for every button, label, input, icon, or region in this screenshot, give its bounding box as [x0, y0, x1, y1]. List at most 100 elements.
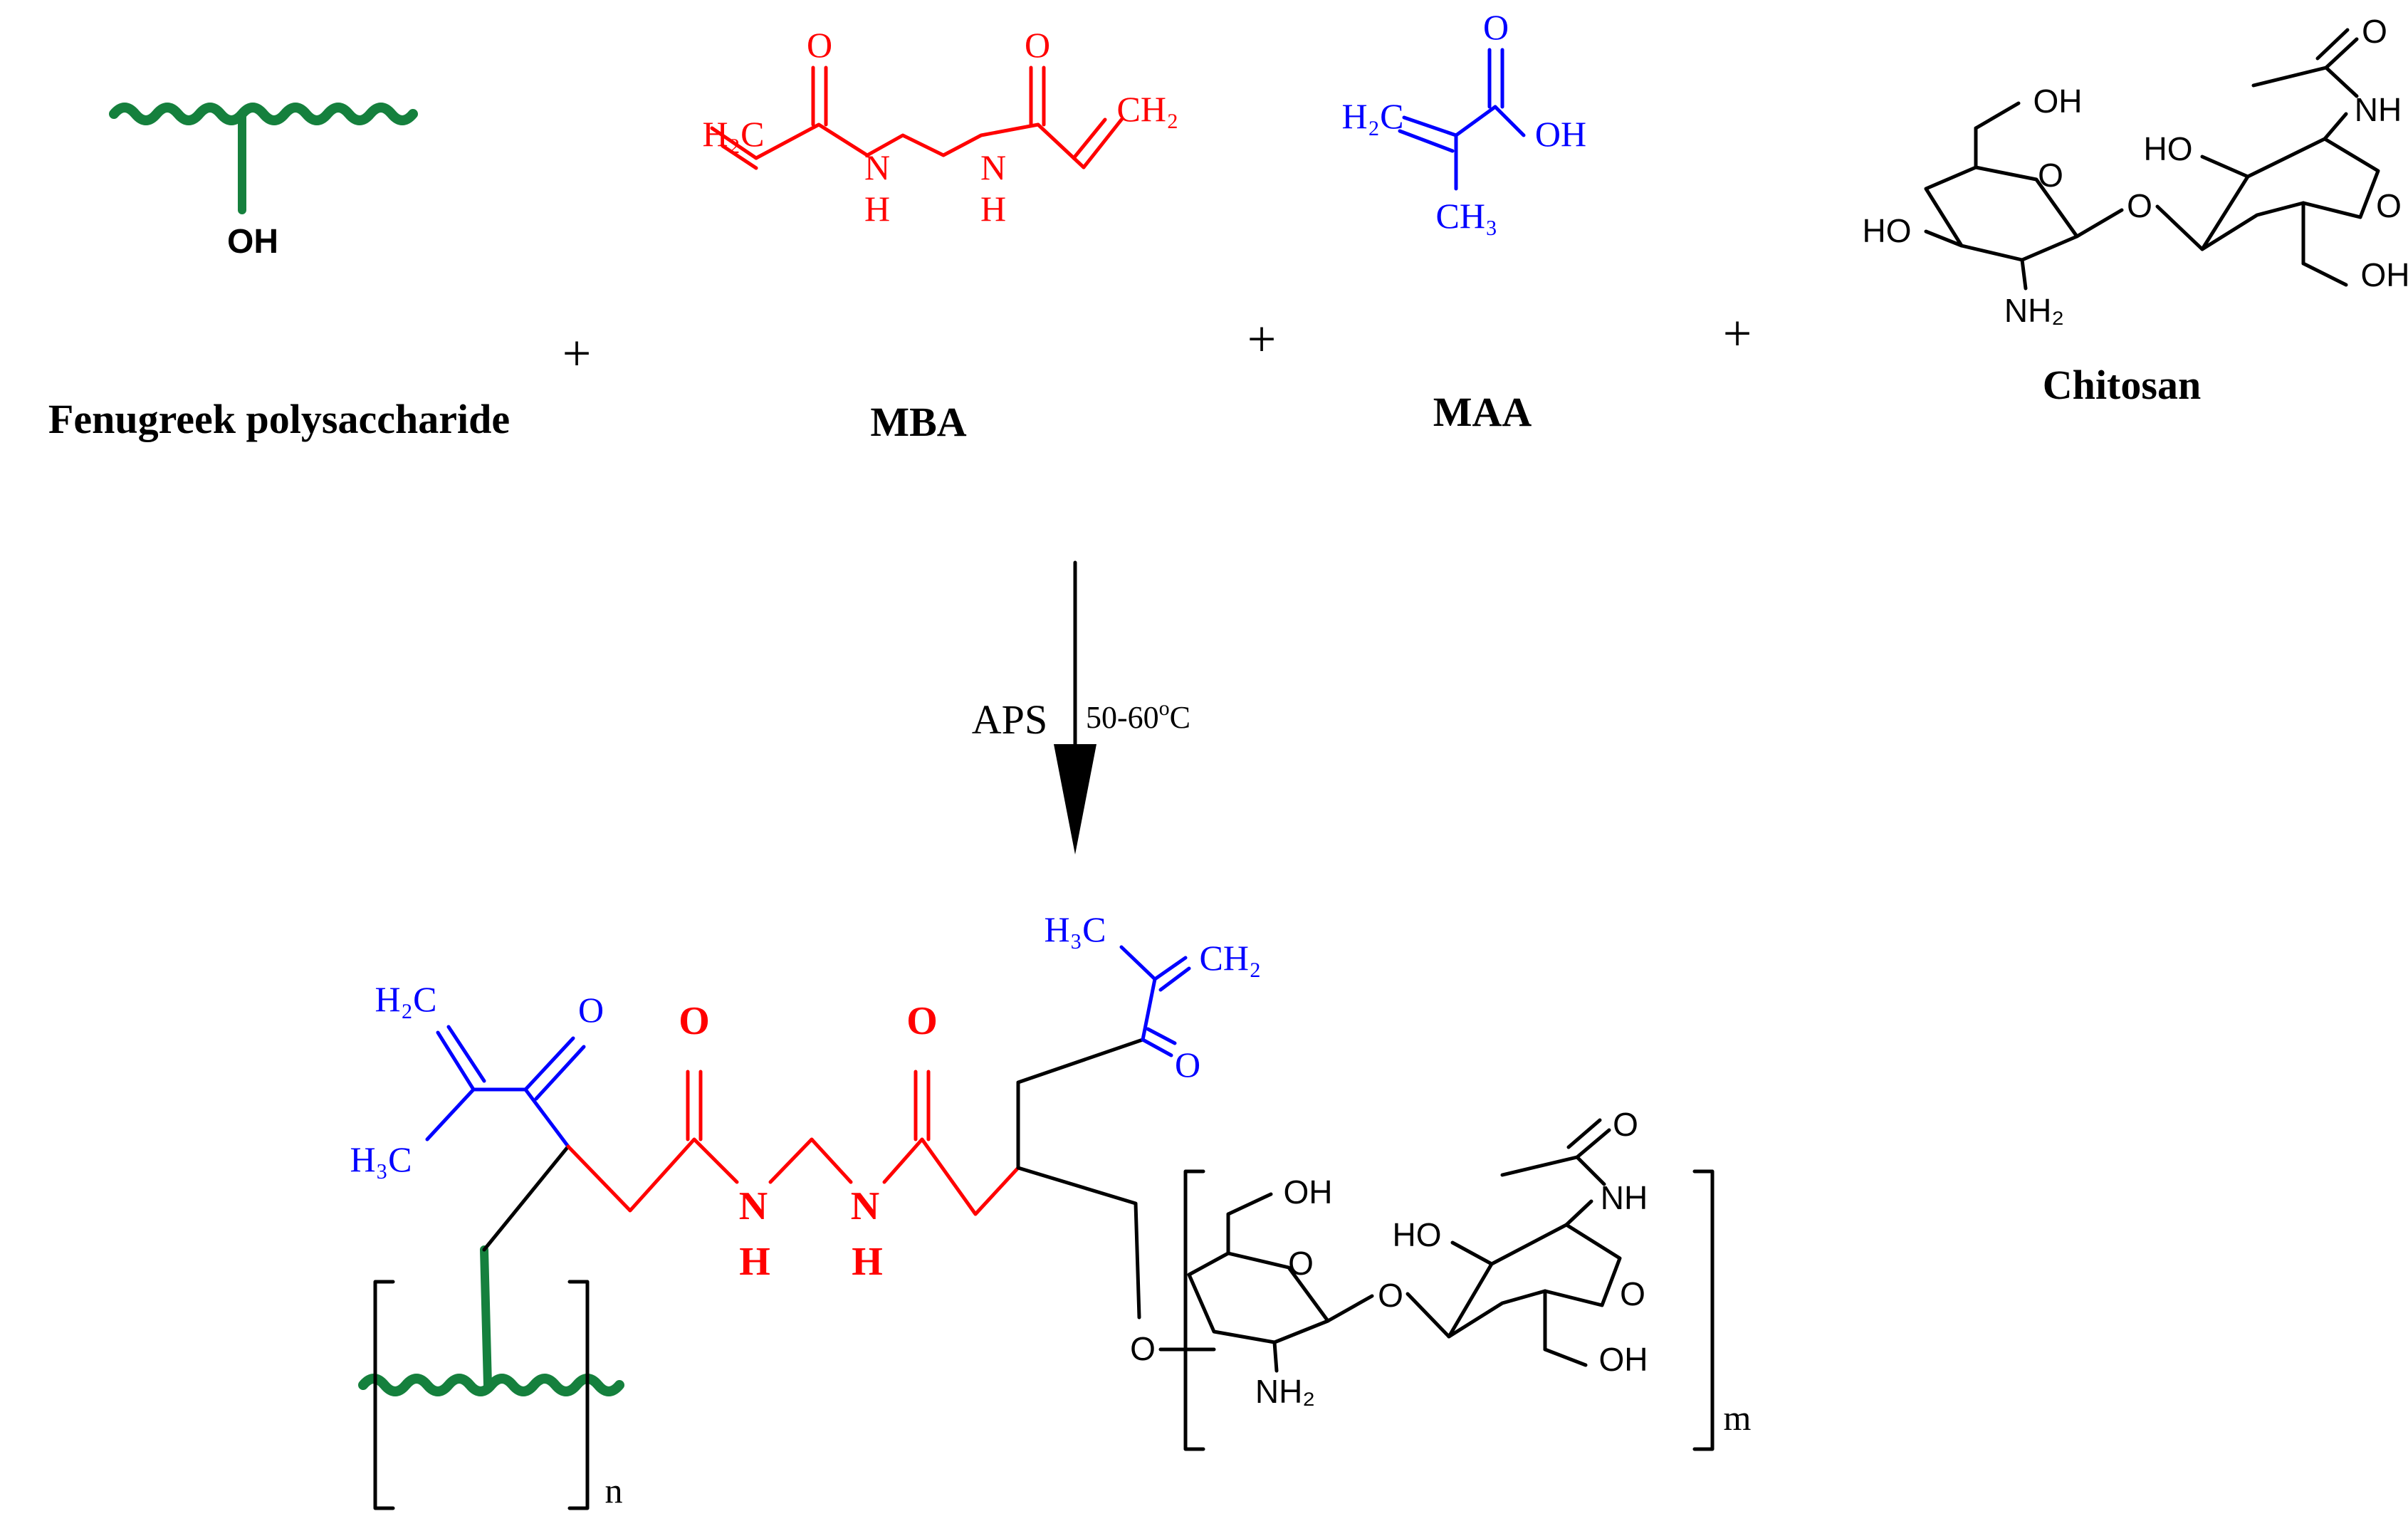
product-subscript-n: n — [605, 1470, 623, 1510]
fenugreek-name-label: Fenugreek polysaccharide — [48, 396, 510, 442]
product-h2c-label: H₂C — [375, 979, 437, 1019]
arrow-head — [1054, 744, 1096, 855]
product-h3c-left-label: H₃C — [350, 1139, 412, 1179]
mba-vinyl-double-bond-left-b — [721, 144, 758, 170]
mba-o-right-label: O — [1025, 25, 1050, 65]
product-bracket-n-left — [373, 1280, 395, 1510]
product-maa-left-o: O — [578, 990, 604, 1030]
chitosan-ring-2: HO O OH NH O — [2144, 13, 2408, 293]
product-chitosan-ring1-o: O — [1288, 1245, 1314, 1282]
mba-ch2-right-label: CH₂ — [1117, 89, 1179, 129]
maa-structure: H₂C O OH CH₃ — [1342, 7, 1587, 236]
chitosan-ring2-o: O — [2376, 187, 2402, 224]
product-maa-right-co-a — [1141, 1038, 1173, 1057]
product-maa-left-ch2-a — [436, 1030, 476, 1092]
maa-oh-label: OH — [1535, 114, 1586, 154]
product-subscript-m: m — [1724, 1398, 1752, 1438]
mba-o-left-label: O — [807, 25, 832, 65]
maa-o-label: O — [1483, 7, 1509, 47]
product-fenugreek-bond — [480, 1245, 492, 1389]
product-mba-linker-left — [566, 1137, 739, 1213]
product-ch2-label: CH₂ — [1200, 938, 1262, 978]
mba-h-left-label: H — [864, 189, 890, 229]
mba-n-right-label: N — [980, 147, 1006, 187]
product-maa-left-co-a — [523, 1036, 575, 1092]
mba-vinyl-double-bond-right-b — [1072, 117, 1107, 160]
product-maa-left-ch2-b — [446, 1025, 486, 1083]
mba-ch2-left-label: H₂C — [703, 114, 765, 154]
product-mba-methylene — [768, 1137, 853, 1184]
product-chitosan-unit: OH O NH₂ O HO O OH NH O — [1187, 1106, 1648, 1410]
product-mba-linker-right — [882, 1137, 1020, 1216]
product-mba-o-right: O — [906, 999, 938, 1043]
chitosan-ring2-oh: OH — [2361, 256, 2408, 293]
product-maa-left-bond — [523, 1087, 570, 1149]
condition-label: 50-60oC — [1086, 696, 1190, 735]
product-chitosan-oh-bottom: OH — [1599, 1341, 1648, 1378]
product-maa-left-co-b — [534, 1045, 586, 1101]
mba-h-right-label: H — [980, 189, 1006, 229]
product-h3c-right-label: H₃C — [1045, 909, 1106, 949]
chitosan-name-label: Chitosan — [2043, 362, 2201, 408]
product-chitosan-ho: HO — [1393, 1216, 1442, 1253]
product-chitosan-oh-top: OH — [1284, 1174, 1333, 1211]
chitosan-acetyl-o: O — [2362, 13, 2387, 50]
product-mba-h-right: H — [852, 1240, 883, 1284]
product-bracket-m-right — [1692, 1169, 1715, 1451]
product-chitosan-acetyl-o: O — [1613, 1106, 1638, 1143]
product-structure: n O H₂C H₃C O N H N H O O H — [350, 909, 1752, 1510]
plus-sign-3: + — [1723, 305, 1752, 362]
mba-n-left-label: N — [864, 147, 890, 187]
product-bracket-m-left — [1183, 1169, 1205, 1451]
product-chitosan-nh: NH — [1601, 1179, 1648, 1216]
product-chitosan-nh2: NH₂ — [1255, 1373, 1315, 1410]
chitosan-ring1-nh2: NH₂ — [2004, 292, 2064, 329]
mba-vinyl-double-bond-right-a — [1082, 117, 1124, 169]
mba-structure: H₂C O O N H N H CH₂ — [703, 25, 1179, 229]
product-mba-h-left: H — [739, 1240, 770, 1284]
maa-vinyl-double-bond-a — [1402, 115, 1458, 137]
chitosan-ring1-ho: HO — [1863, 212, 1912, 249]
maa-c-oh-bond — [1493, 105, 1526, 137]
chitosan-ring1-oh-top: OH — [2033, 83, 2083, 120]
product-maa-right-methyl-bond — [1119, 945, 1157, 981]
plus-sign-2: + — [1247, 310, 1277, 367]
product-maa-left-ch3-bond — [425, 1087, 476, 1141]
reaction-arrow: APS 50-60oC — [972, 560, 1190, 855]
maa-ch2-label: H₂C — [1342, 96, 1404, 136]
reagent-label: APS — [972, 696, 1047, 743]
plus-sign-1: + — [562, 325, 592, 382]
maa-c-cooh-bond — [1454, 105, 1497, 137]
product-mba-n-left: N — [739, 1184, 768, 1228]
maa-vinyl-double-bond-b — [1398, 129, 1455, 153]
mba-name-label: MBA — [870, 399, 966, 445]
maa-ch3-label: CH₃ — [1436, 196, 1498, 236]
product-mba-n-right: N — [851, 1184, 879, 1228]
chitosan-ring-1: OH O HO NH₂ O — [1863, 83, 2204, 329]
product-chitosan-ring2-o: O — [1620, 1275, 1645, 1312]
chitosan-ring2-ho: HO — [2144, 130, 2193, 167]
product-backbone-left — [482, 1144, 570, 1252]
product-maa-right-co-b — [1146, 1027, 1177, 1045]
product-ether-o: O — [1130, 1330, 1156, 1367]
chitosan-ring1-o: O — [2038, 157, 2063, 194]
product-backbone-right-up — [1016, 1038, 1145, 1170]
fenugreek-oh-label: OH — [227, 223, 278, 261]
product-maa-right-ch2-b — [1158, 966, 1191, 992]
chitosan-bridge-o: O — [2127, 187, 2152, 224]
fenugreek-wavy-chain — [109, 103, 418, 125]
fenugreek-structure: OH — [109, 103, 418, 261]
product-bracket-n-right — [567, 1280, 590, 1510]
product-maa-right-o: O — [1175, 1045, 1200, 1085]
product-maa-right-bond — [1141, 977, 1157, 1042]
mba-backbone — [754, 122, 1086, 169]
product-chitosan-bridge-o: O — [1378, 1277, 1403, 1314]
chitosan-structure: OH O HO NH₂ O HO O OH NH O — [1863, 13, 2408, 329]
mba-vinyl-double-bond-left-a — [710, 126, 758, 160]
maa-name-label: MAA — [1433, 389, 1532, 435]
product-mba-o-left: O — [679, 999, 710, 1043]
chitosan-ring2-nh: NH — [2355, 91, 2402, 128]
product-maa-right-ch2-a — [1153, 956, 1188, 981]
product-backbone-right-down — [1016, 1166, 1141, 1320]
